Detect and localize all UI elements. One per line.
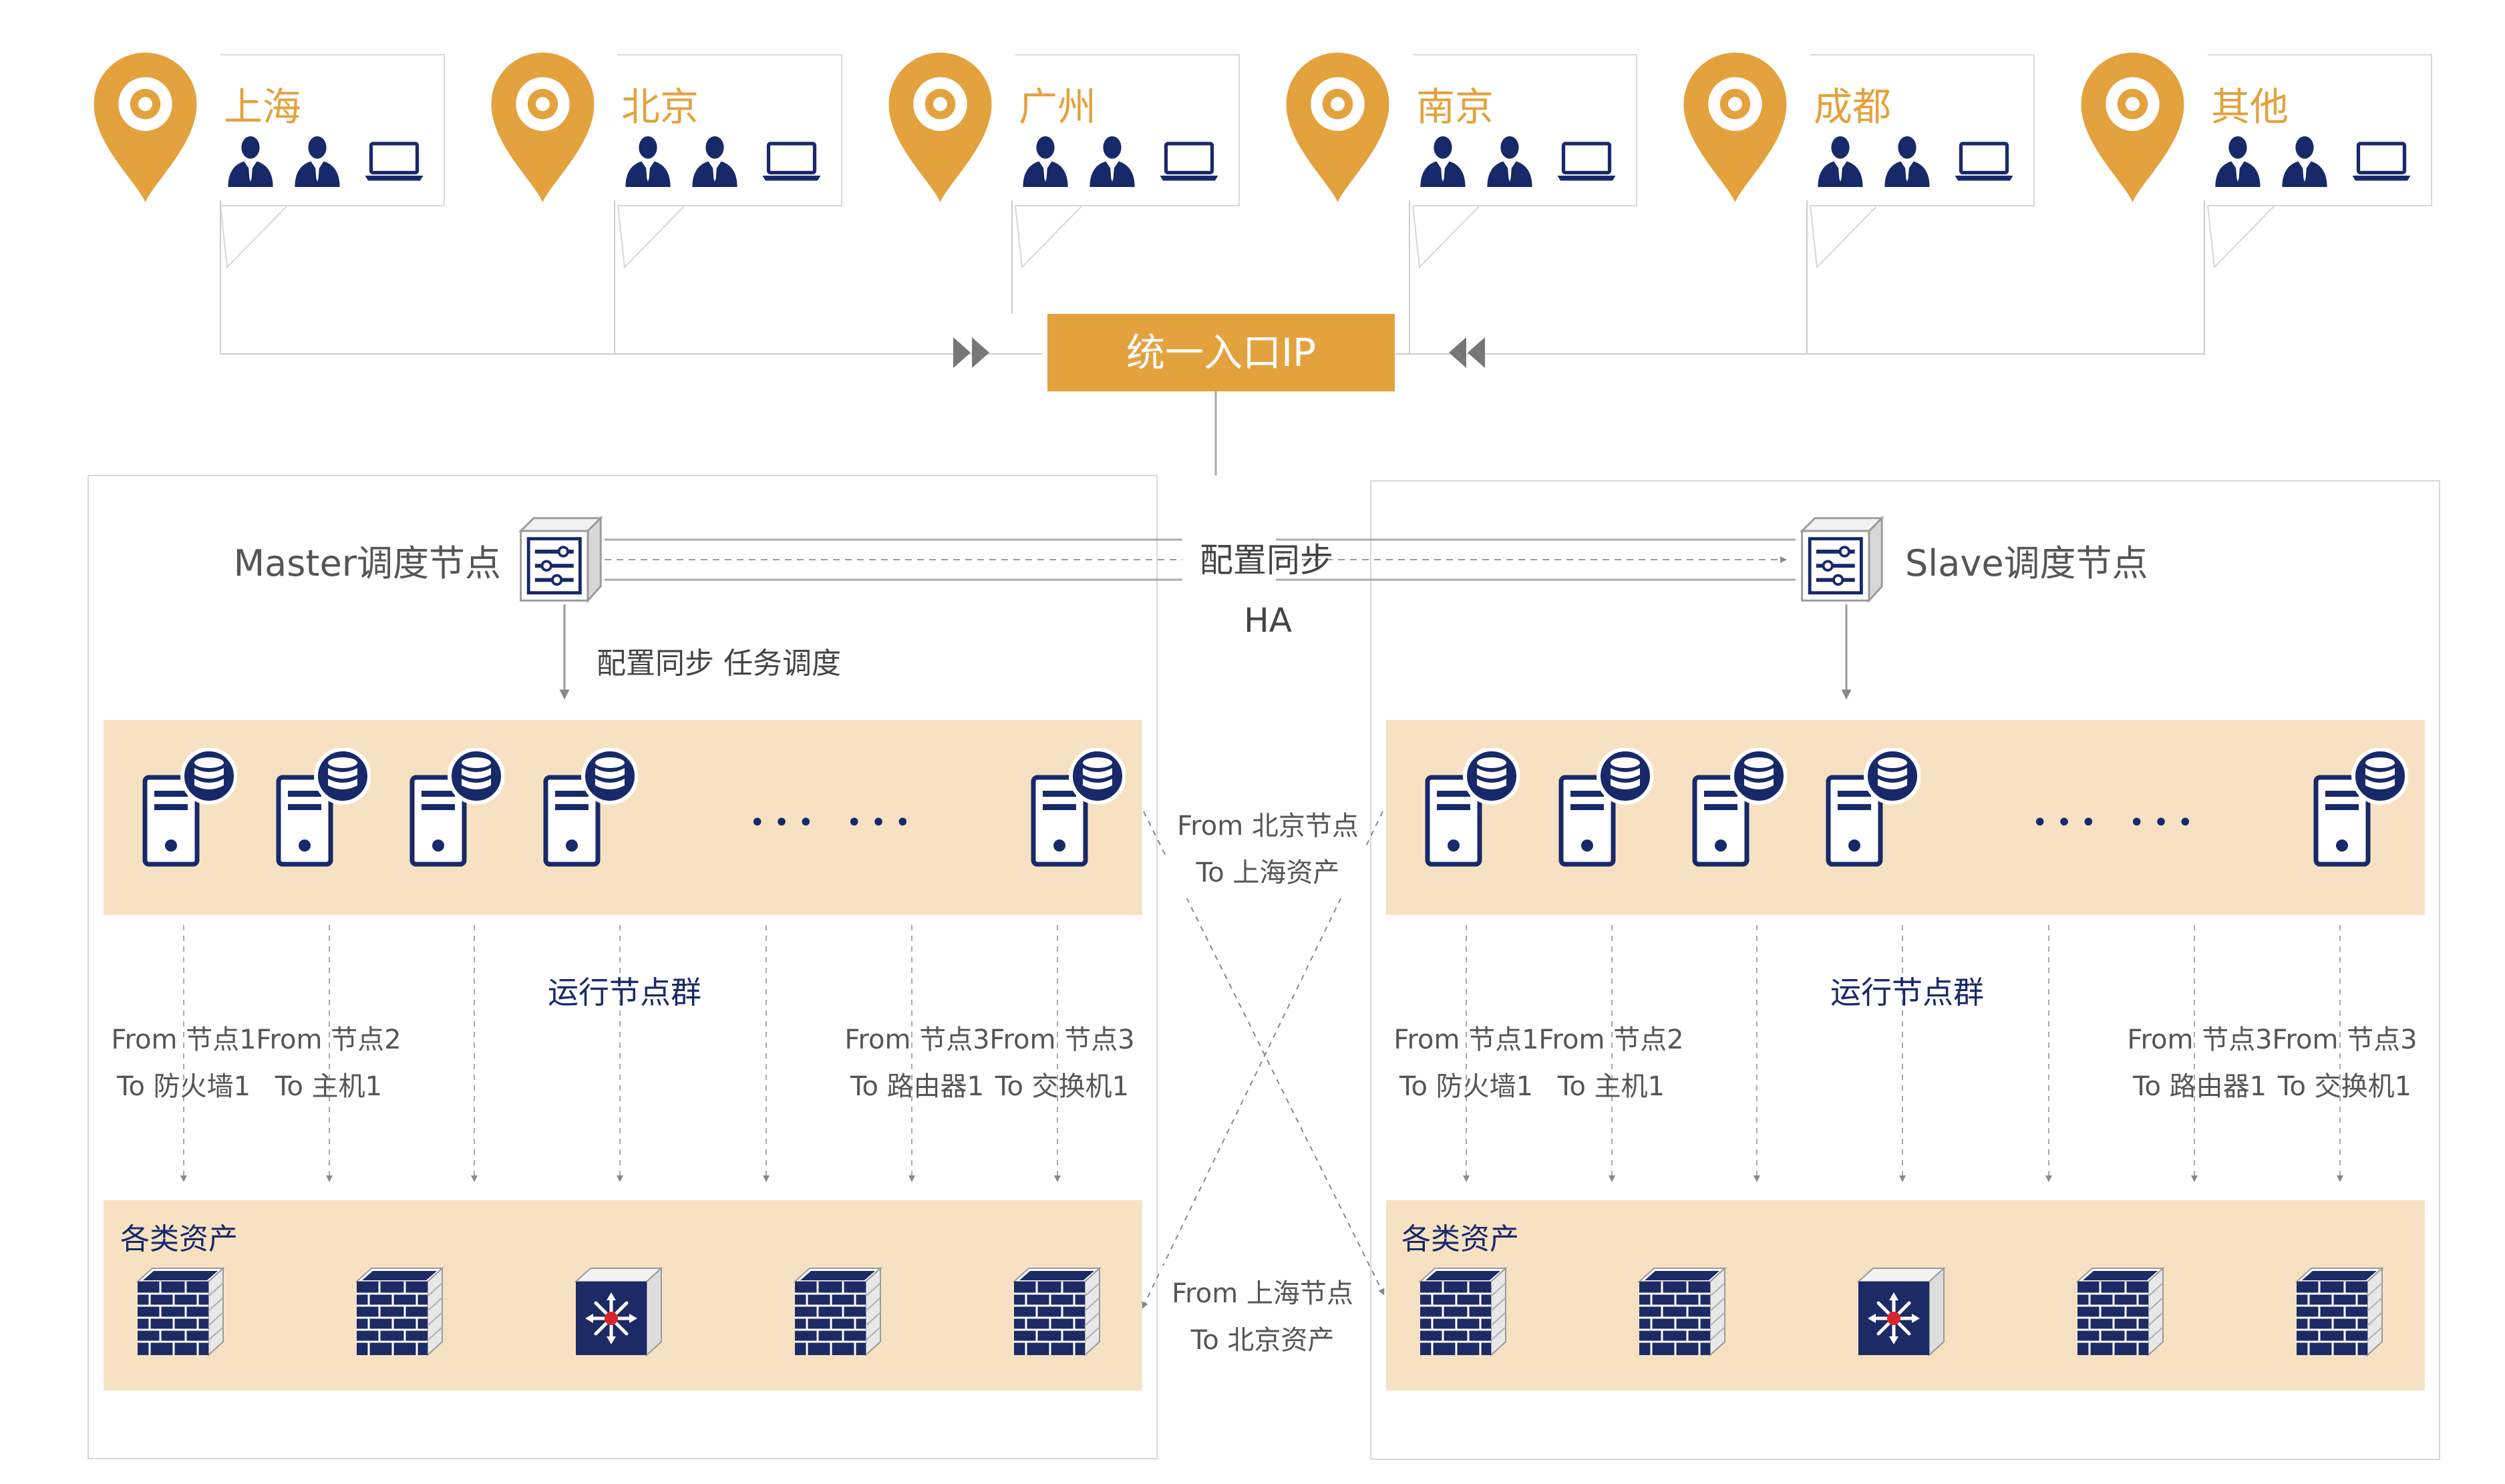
location-label: 南京 bbox=[1416, 84, 1494, 130]
cross-upper-from: From 北京节点 bbox=[1177, 811, 1359, 842]
flow-label-to: To 交换机1 bbox=[2277, 1071, 2411, 1102]
firewall-icon[interactable] bbox=[1419, 1267, 1507, 1356]
right-node-group-label: 运行节点群 bbox=[1830, 974, 1984, 1010]
flow-label-from: From 节点1 bbox=[111, 1025, 256, 1055]
map-pin-icon bbox=[94, 52, 197, 202]
right-asset-label: 各类资产 bbox=[1401, 1222, 1519, 1256]
location-card[interactable]: 北京 bbox=[491, 52, 842, 269]
flow-label-from: From 节点2 bbox=[256, 1025, 401, 1055]
dispatch-label: 配置同步 任务调度 bbox=[597, 646, 841, 681]
flow-label-to: To 防火墙1 bbox=[1399, 1071, 1533, 1102]
flow-label-to: To 主机1 bbox=[1557, 1071, 1665, 1102]
master-scheduler-icon[interactable] bbox=[521, 518, 601, 600]
slave-cluster-panel bbox=[1370, 480, 2440, 1460]
cross-upper-to: To 上海资产 bbox=[1196, 858, 1340, 888]
location-label: 广州 bbox=[1019, 84, 1096, 130]
location-label: 其他 bbox=[2211, 84, 2289, 130]
cross-lower-from: From 上海节点 bbox=[1172, 1278, 1353, 1309]
left-asset-label: 各类资产 bbox=[120, 1222, 238, 1256]
flow-label-to: To 交换机1 bbox=[995, 1071, 1129, 1102]
slave-label: Slave调度节点 bbox=[1905, 542, 2148, 584]
master-cluster-panel bbox=[88, 475, 1158, 1459]
location-label: 上海 bbox=[224, 84, 301, 130]
slave-scheduler-icon[interactable] bbox=[1802, 518, 1882, 600]
location-card[interactable]: 成都 bbox=[1683, 52, 2035, 269]
right-node-band bbox=[1386, 720, 2425, 915]
flow-label-from: From 节点3 bbox=[2127, 1025, 2272, 1055]
location-box-outline bbox=[1810, 54, 2035, 269]
map-pin-icon bbox=[2081, 52, 2184, 202]
map-pin-icon bbox=[491, 52, 595, 202]
right-ellipsis-1: • • • bbox=[2032, 807, 2096, 838]
map-pin-icon bbox=[1286, 52, 1389, 202]
firewall-icon[interactable] bbox=[136, 1267, 224, 1356]
location-card[interactable]: 南京 bbox=[1286, 52, 1637, 269]
flow-label-to: To 防火墙1 bbox=[116, 1071, 251, 1102]
location-label: 北京 bbox=[621, 84, 699, 130]
left-ellipsis-2: • • • bbox=[846, 807, 910, 838]
left-node-group-label: 运行节点群 bbox=[548, 974, 701, 1010]
flow-label-to: To 路由器1 bbox=[850, 1071, 984, 1102]
flow-label-from: From 节点1 bbox=[1393, 1025, 1538, 1055]
location-box-outline bbox=[2207, 54, 2432, 269]
flow-label-from: From 节点3 bbox=[2272, 1025, 2417, 1055]
location-row: 上海 北京 广州 南京 成都 其他 bbox=[94, 52, 2432, 269]
location-card[interactable]: 其他 bbox=[2081, 52, 2432, 269]
left-flow-labels: From 节点1 To 防火墙1 From 节点2 To 主机1 From 节点… bbox=[111, 1025, 1134, 1102]
ha-label: HA bbox=[1244, 601, 1292, 640]
flow-label-from: From 节点3 bbox=[989, 1025, 1134, 1055]
right-flow-labels: From 节点1 To 防火墙1 From 节点2 To 主机1 From 节点… bbox=[1393, 1025, 2417, 1102]
entry-ip-group: 统一入口IP bbox=[953, 314, 1485, 476]
left-node-band bbox=[104, 720, 1142, 915]
location-card[interactable]: 广州 bbox=[888, 52, 1240, 269]
scheduler-down-arrows: 配置同步 任务调度 bbox=[559, 604, 1852, 700]
location-label: 成都 bbox=[1814, 84, 1891, 130]
double-right-arrow-icon bbox=[953, 337, 989, 368]
flow-label-to: To 路由器1 bbox=[2132, 1071, 2267, 1102]
right-ellipsis-2: • • • bbox=[2129, 807, 2193, 838]
flow-label-from: From 节点3 bbox=[844, 1025, 989, 1055]
switch-icon[interactable] bbox=[1858, 1268, 1944, 1355]
map-pin-icon bbox=[888, 52, 992, 202]
firewall-icon[interactable] bbox=[2295, 1267, 2383, 1356]
firewall-icon[interactable] bbox=[1638, 1267, 1726, 1356]
location-card[interactable]: 上海 bbox=[94, 52, 445, 269]
firewall-icon[interactable] bbox=[355, 1267, 444, 1356]
entry-ip-box[interactable] bbox=[1047, 314, 1395, 391]
config-sync-label: 配置同步 bbox=[1200, 541, 1333, 580]
cross-lower-to: To 北京资产 bbox=[1190, 1325, 1335, 1356]
firewall-icon[interactable] bbox=[2076, 1267, 2164, 1356]
flow-label-from: From 节点2 bbox=[1538, 1025, 1683, 1055]
location-connectors bbox=[220, 200, 2205, 355]
location-box-outline bbox=[1015, 54, 1240, 269]
location-box-outline bbox=[1412, 54, 1637, 269]
switch-icon[interactable] bbox=[576, 1268, 661, 1355]
slave-node: Slave调度节点 bbox=[1802, 518, 2148, 600]
flow-label-to: To 主机1 bbox=[275, 1071, 382, 1102]
firewall-icon[interactable] bbox=[1013, 1267, 1101, 1356]
firewall-icon[interactable] bbox=[794, 1267, 882, 1356]
location-box-outline bbox=[220, 54, 445, 269]
entry-ip-label: 统一入口IP bbox=[1126, 330, 1316, 375]
sync-lines: 配置同步 HA bbox=[605, 534, 1796, 640]
double-left-arrow-icon bbox=[1449, 337, 1485, 368]
location-box-outline bbox=[617, 54, 842, 269]
master-node: Master调度节点 bbox=[234, 518, 601, 600]
master-label: Master调度节点 bbox=[234, 542, 501, 584]
left-ellipsis-1: • • • bbox=[749, 807, 814, 838]
map-pin-icon bbox=[1683, 52, 1787, 202]
